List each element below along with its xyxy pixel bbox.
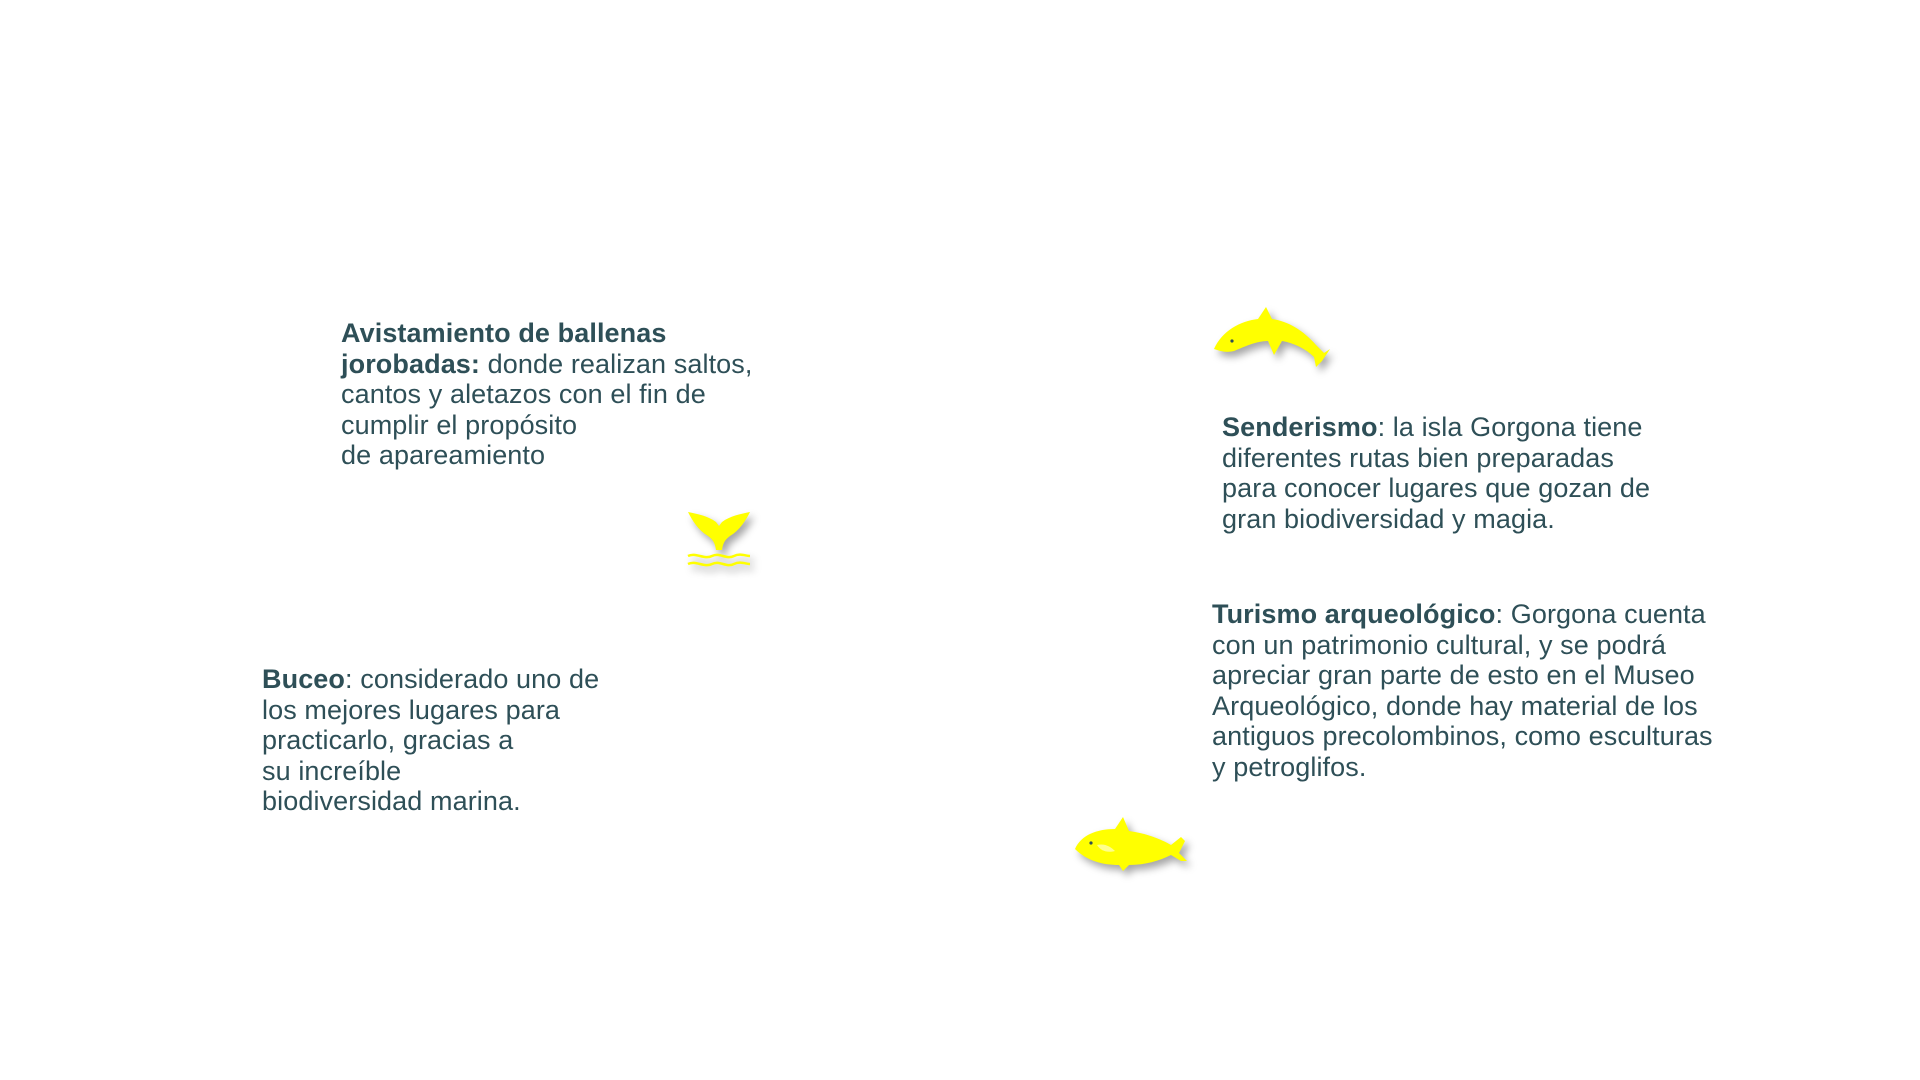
ballenas-line-4: cumplir el propósito [341,409,578,440]
ballenas-line-1: Avistamiento de ballenas [341,318,753,349]
turismo-title: Turismo arqueológico [1212,599,1496,629]
ballenas-desc-2: donde realizan saltos, [480,348,753,379]
turismo-text-block: Turismo arqueológico: Gorgona cuenta con… [1212,599,1713,782]
ballenas-title-part2: jorobadas: [341,348,481,379]
dolphin-icon [1214,307,1330,367]
buceo-line-5: biodiversidad marina. [262,786,521,816]
senderismo-line-4: gran biodiversidad y magia. [1222,503,1555,534]
turismo-line-1: Turismo arqueológico: Gorgona cuenta [1212,599,1713,630]
senderismo-desc-1: : la isla Gorgona tiene [1377,412,1643,442]
buceo-desc-1: : considerado uno de [345,664,600,694]
buceo-text-block: Buceo: considerado uno de los mejores lu… [262,664,599,817]
turismo-line-5: antiguos precolombinos, como esculturas [1212,721,1713,751]
turismo-line-3: apreciar gran parte de esto en el Museo [1212,660,1695,690]
senderismo-line-1: Senderismo: la isla Gorgona tiene [1222,412,1650,443]
buceo-line-4: su increíble [262,755,402,786]
buceo-line-3: practicarlo, gracias a [262,725,514,755]
ballenas-line-5: de apareamiento [341,440,546,470]
buceo-title: Buceo [262,664,346,694]
senderismo-text-block: Senderismo: la isla Gorgona tiene difere… [1222,412,1650,534]
whale-tail-icon [687,512,751,567]
turismo-line-4: Arqueológico, donde hay material de los [1212,690,1698,721]
buceo-line-1: Buceo: considerado uno de [262,664,599,695]
ballenas-line-3: cantos y aletazos con el fin de [341,379,706,409]
turismo-desc-1: : Gorgona cuenta [1495,599,1706,629]
turismo-line-2: con un patrimonio cultural, y se podrá [1212,629,1667,660]
turismo-line-6: y petroglifos. [1212,751,1367,782]
buceo-line-2: los mejores lugares para [262,694,561,725]
ballenas-text-block: Avistamiento de ballenas jorobadas: dond… [341,318,753,471]
senderismo-title: Senderismo [1222,412,1378,442]
ballenas-title-part1: Avistamiento de ballenas [341,318,667,348]
senderismo-line-3: para conocer lugares que gozan de [1222,473,1651,503]
orca-icon [1075,817,1187,871]
senderismo-line-2: diferentes rutas bien preparadas [1222,442,1614,473]
ballenas-line-2: jorobadas: donde realizan saltos, [341,349,753,380]
